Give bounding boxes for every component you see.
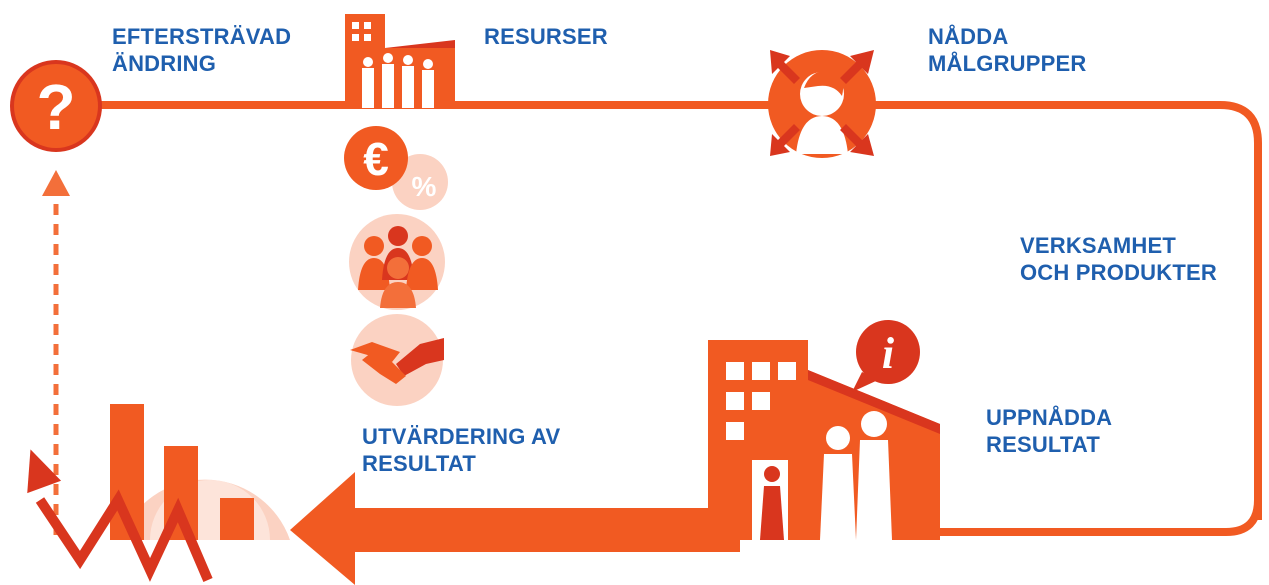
resources-building-icon xyxy=(345,14,455,108)
dashed-up-arrow-icon xyxy=(42,170,70,535)
label-desired-change: EFTERSTRÄVAD ÄNDRING xyxy=(112,23,291,77)
people-group-icon xyxy=(349,214,445,310)
label-line: NÅDDA xyxy=(928,24,1009,49)
results-building-icon xyxy=(708,340,940,540)
label-resources: RESURSER xyxy=(484,23,608,50)
return-arrow-icon xyxy=(290,472,740,585)
label-evaluation: UTVÄRDERING AV RESULTAT xyxy=(362,423,560,477)
label-line: EFTERSTRÄVAD xyxy=(112,24,292,49)
evaluation-chart-icon xyxy=(27,404,290,582)
label-line: ÄNDRING xyxy=(112,51,217,76)
flow-line xyxy=(100,101,1262,520)
percent-glyph: % xyxy=(412,171,437,202)
label-line: UTVÄRDERING AV xyxy=(362,424,561,449)
label-line: MÅLGRUPPER xyxy=(928,51,1087,76)
label-activities: VERKSAMHET OCH PRODUKTER xyxy=(1020,232,1217,286)
label-target-groups: NÅDDA MÅLGRUPPER xyxy=(928,23,1086,77)
label-results: UPPNÅDDA RESULTAT xyxy=(986,404,1112,458)
target-group-icon xyxy=(768,50,876,158)
handshake-icon xyxy=(350,314,444,406)
label-line: RESULTAT xyxy=(362,451,477,476)
flow-curve-bottom xyxy=(720,499,1262,536)
info-glyph: i xyxy=(882,329,895,378)
euro-glyph: € xyxy=(363,133,389,185)
label-line: UPPNÅDDA xyxy=(986,405,1113,430)
question-glyph: ? xyxy=(36,71,75,143)
question-circle-icon: ? xyxy=(10,60,102,152)
label-line: VERKSAMHET xyxy=(1020,233,1177,258)
label-line: OCH PRODUKTER xyxy=(1020,260,1217,285)
info-bubble-icon: i xyxy=(852,320,920,392)
label-line: RESURSER xyxy=(484,24,608,49)
label-line: RESULTAT xyxy=(986,432,1101,457)
euro-percent-icon: € % xyxy=(344,126,448,210)
